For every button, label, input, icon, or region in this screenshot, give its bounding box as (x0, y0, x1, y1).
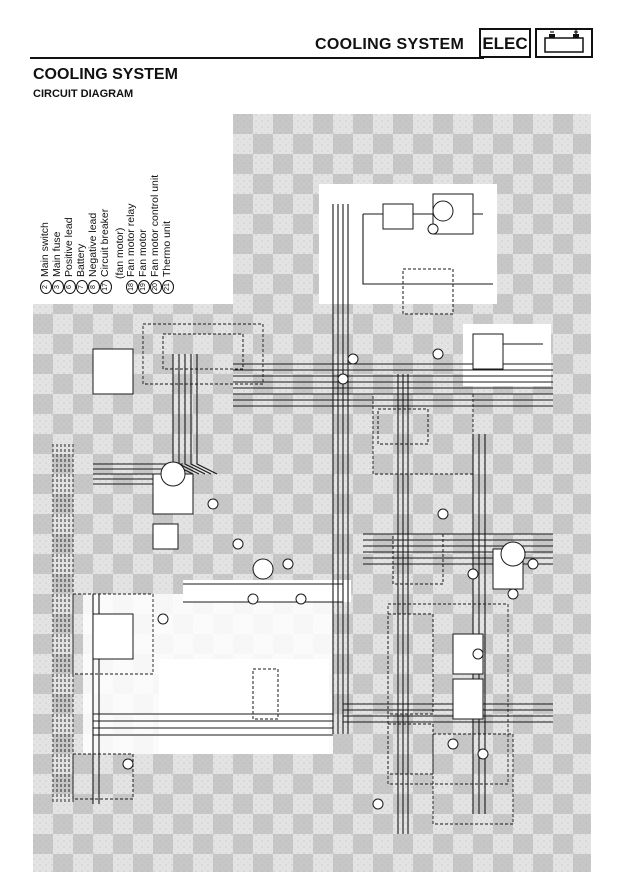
fan-motor-relay (402, 268, 454, 315)
coupler-stack (387, 723, 434, 775)
connector-block (162, 333, 244, 370)
terminal-mark (447, 738, 459, 750)
legend-item: (fan motor) (112, 104, 126, 294)
circuit-diagram-svg (33, 114, 591, 872)
legend-label: Negative lead (87, 212, 99, 277)
dashed-group (372, 393, 474, 475)
legend-number: 2 (40, 280, 52, 294)
coupler-group (392, 533, 444, 585)
terminal-mark (282, 558, 294, 570)
legend-label: (fan motor) (114, 227, 126, 279)
legend-label: Fan motor relay (125, 203, 138, 277)
wire (196, 354, 218, 475)
terminal-mark (347, 353, 359, 365)
thermo-unit-sensor (472, 333, 504, 370)
coupler (92, 613, 134, 660)
coupler-stack (387, 613, 434, 715)
legend-number: 18 (126, 280, 139, 294)
terminal-mark (122, 758, 134, 770)
terminal-mark (247, 593, 259, 605)
legend-label: Fan motor (137, 229, 150, 277)
legend-label: Battery (75, 243, 87, 277)
circuit-diagram (33, 114, 591, 872)
coupler (152, 523, 179, 550)
legend-number: 17 (100, 280, 112, 294)
wire (184, 354, 206, 475)
terminal-mark (507, 588, 519, 600)
legend-number: 6 (64, 280, 76, 294)
terminal-mark (467, 568, 479, 580)
wire (190, 354, 212, 475)
battery-icon (535, 28, 593, 58)
coupler (92, 348, 134, 395)
legend-label: Circuit breaker (99, 208, 111, 277)
legend-number: 19 (138, 280, 151, 294)
wire (362, 214, 493, 285)
legend-number: 8 (88, 280, 100, 294)
terminal-mark (295, 593, 307, 605)
fan-motor-circle (432, 200, 454, 222)
dashed-group (72, 593, 154, 675)
terminal-mark (337, 373, 349, 385)
legend-number (112, 282, 122, 294)
terminal-mark (477, 748, 489, 760)
legend-item: 17 Circuit breaker (99, 104, 112, 294)
main-switch-box (72, 753, 134, 800)
elec-badge: ELEC (479, 28, 531, 58)
section-subtitle: CIRCUIT DIAGRAM (33, 88, 134, 100)
terminal-mark (232, 538, 244, 550)
terminal-mark (437, 508, 449, 520)
main-switch-highlight (159, 659, 329, 754)
section-title: COOLING SYSTEM (33, 66, 178, 83)
terminal-mark (207, 498, 219, 510)
legend-panel (33, 114, 233, 304)
legend-number: 7 (76, 280, 88, 294)
terminal-mark (432, 348, 444, 360)
legend-label: Main switch (39, 222, 51, 277)
legend-label: Main fuse (51, 231, 63, 277)
terminal-mark (157, 613, 169, 625)
legend-number: 20 (150, 280, 163, 294)
legend-number: 3 (52, 280, 64, 294)
fan-motor-circle (252, 558, 274, 580)
coupler-group (377, 408, 429, 445)
terminal-mark (427, 223, 439, 235)
fan-motor-circle (160, 461, 186, 487)
terminal-mark (527, 558, 539, 570)
terminal-mark (472, 648, 484, 660)
main-fuse-box (252, 668, 279, 720)
dashed-group (432, 733, 514, 825)
header-rule (30, 57, 484, 59)
header-title: COOLING SYSTEM (315, 36, 465, 53)
legend-item: 21 Thermo unit (161, 104, 175, 294)
coupler (452, 678, 484, 720)
legend-label: Positive lead (63, 217, 75, 277)
dashed-group (142, 323, 264, 385)
legend-number: 21 (162, 280, 175, 294)
thermo-unit-circle (500, 541, 526, 567)
legend-label: Fan motor control unit (149, 174, 162, 277)
terminal-mark (372, 798, 384, 810)
legend-label: Thermo unit (161, 220, 174, 277)
coupler (382, 203, 414, 230)
